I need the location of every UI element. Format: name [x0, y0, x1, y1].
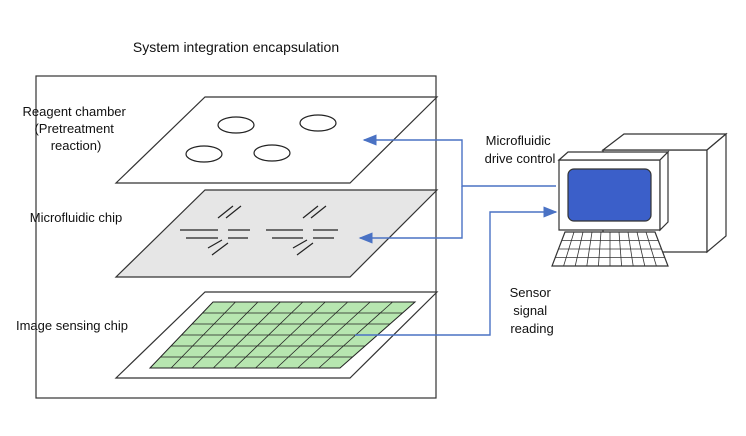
- reagent-well: [253, 144, 291, 162]
- reagent-chamber-plate: [114, 96, 439, 184]
- image-sensing-chip-plate: [114, 291, 439, 379]
- signal-reading-arrow: [355, 206, 558, 336]
- microfluidic-chip-label: Microfluidic chip: [30, 210, 122, 225]
- diagram-title: System integration encapsulation: [133, 39, 339, 55]
- reagent-well: [185, 145, 223, 163]
- drive-control-label: Microfluidic drive control: [485, 133, 556, 166]
- computer-screen: [567, 168, 652, 222]
- reagent-well: [299, 114, 337, 132]
- image-sensing-chip-label: Image sensing chip: [16, 318, 128, 333]
- reagent-chamber-label: Reagent chamber (Pretreatment reaction): [23, 104, 130, 153]
- microfluidic-chip-plate: [114, 189, 439, 278]
- signal-reading-label: Sensor signal reading: [510, 285, 555, 336]
- drive-control-arrows: [358, 134, 556, 244]
- encapsulation-frame: [35, 75, 437, 399]
- computer-icon: [551, 132, 728, 267]
- reagent-well: [217, 116, 255, 134]
